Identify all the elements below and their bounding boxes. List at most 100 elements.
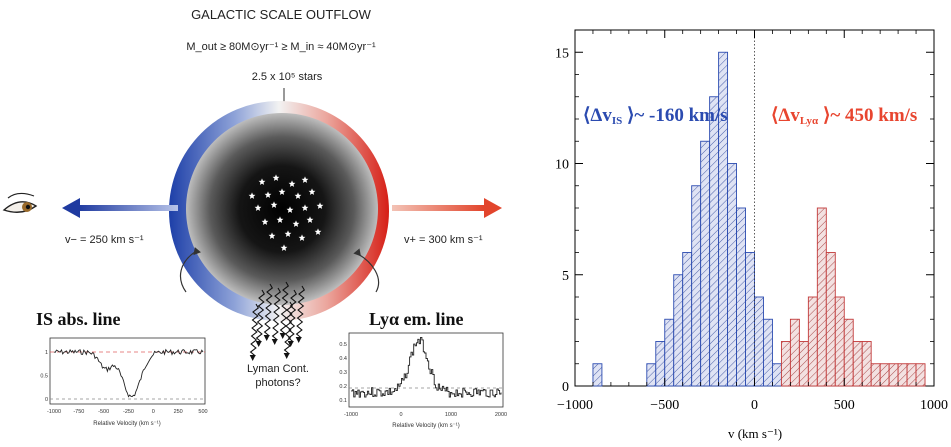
photon-arrow-head: [295, 337, 302, 343]
lyman-label-line2: photons?: [255, 377, 300, 389]
x-tick-label: −1000: [557, 398, 593, 413]
histogram-bar: [915, 363, 926, 387]
star-icon: [306, 216, 314, 223]
is-x-tick-label: -250: [123, 409, 134, 415]
y-tick-label: 5: [562, 269, 569, 284]
galaxy-core: [186, 113, 378, 305]
lyman-photon-arrows: [249, 281, 306, 361]
star-icon: [264, 191, 272, 198]
red-arrow-shaft: [392, 205, 484, 211]
lya-xlabel: Relative Velocity (km s⁻¹): [392, 423, 460, 429]
histogram-bar: [906, 363, 917, 387]
diagram-title: GALACTIC SCALE OUTFLOW: [191, 7, 372, 22]
star-cluster: [248, 174, 324, 251]
v-minus-label: v− = 250 km s⁻¹: [65, 234, 144, 246]
lya-x-ticks: -1000 0 1000 2000: [344, 412, 507, 418]
histogram-bar: [807, 296, 818, 387]
histogram-bar: [798, 341, 809, 387]
histogram-bar: [879, 363, 890, 387]
is-x-tick-label: 0: [152, 409, 155, 415]
legend-lya: ⟨ΔvLyα ⟩~ 450 km/s: [771, 105, 917, 127]
y-tick-label: 0: [562, 380, 569, 395]
lya-x-tick-label: -1000: [344, 412, 358, 418]
star-icon: [314, 228, 322, 235]
blue-arrow-shaft: [78, 205, 178, 211]
histogram-bar: [745, 252, 755, 387]
star-icon: [294, 192, 302, 199]
is-y-ticks: 00.51: [40, 350, 48, 403]
lya-x-tick-label: 1000: [445, 412, 457, 418]
x-axis-label: v (km s⁻¹): [728, 426, 782, 441]
histogram-bar: [592, 363, 603, 387]
star-icon: [301, 204, 309, 211]
legend-is: ⟨ΔvIS ⟩~ -160 km/s: [583, 105, 728, 127]
photon-arrow: [271, 287, 282, 341]
lya-y-ticks: 0.10.20.30.40.5: [339, 342, 347, 404]
is-x-tick-label: 500: [198, 409, 207, 415]
photon-arrow: [287, 289, 298, 343]
histogram-bar: [789, 318, 800, 387]
v-plus-label: v+ = 300 km s⁻¹: [404, 234, 483, 246]
photon-arrow: [249, 303, 260, 357]
lya-y-tick-label: 0.3: [339, 370, 347, 376]
photon-arrow-head: [271, 339, 278, 345]
histogram-bar: [780, 341, 791, 387]
histogram-bar: [709, 96, 720, 387]
histogram-bar: [861, 341, 872, 387]
photon-arrow: [295, 285, 306, 339]
eye-icon: [2, 192, 38, 213]
red-arrow-head: [484, 198, 502, 218]
histogram-bar: [816, 207, 827, 387]
lya-spectrum-line: [351, 336, 502, 398]
x-tick-label: 500: [834, 398, 855, 413]
histogram-bar: [691, 185, 702, 387]
star-icon: [316, 202, 324, 209]
photon-arrow-head: [283, 353, 290, 359]
lya-line-label: Lyα em. line: [369, 309, 464, 329]
histogram-bar: [673, 274, 684, 387]
y-tick-label: 10: [555, 158, 569, 173]
is-y-tick-label: 0.5: [40, 374, 48, 380]
histogram-bar: [718, 51, 729, 387]
histogram-bar: [897, 363, 908, 387]
is-x-tick-label: -1000: [47, 409, 61, 415]
lya-x-tick-label: 2000: [495, 412, 507, 418]
is-spectrum-inset: -1000 -750 -500 -250 0 250 500 00.51 Relative …: [40, 337, 208, 427]
star-icon: [272, 174, 280, 181]
is-x-tick-label: -500: [98, 409, 109, 415]
star-icon: [276, 216, 284, 223]
stars-label: 2.5 x 10⁵ stars: [252, 71, 323, 83]
is-x-tick-label: -750: [73, 409, 84, 415]
histogram-ticks: [574, 29, 935, 387]
lya-x-tick-label: 0: [399, 412, 402, 418]
histogram-bars: [592, 51, 926, 387]
is-y-tick-label: 1: [45, 350, 48, 356]
photon-arrow: [255, 289, 266, 343]
is-pointer: [179, 251, 196, 293]
star-icon: [288, 180, 296, 187]
lya-y-tick-label: 0.4: [339, 356, 347, 362]
star-icon: [261, 218, 269, 225]
star-icon: [308, 188, 316, 195]
histogram-bar: [655, 341, 666, 387]
histogram-bar: [825, 252, 836, 387]
histogram-bar: [870, 363, 881, 387]
star-icon: [284, 230, 292, 237]
x-tick-label: 0: [751, 398, 758, 413]
photon-arrow-head: [279, 333, 286, 339]
star-icon: [298, 234, 306, 241]
star-icon: [268, 232, 276, 239]
histogram-bar: [646, 363, 657, 387]
histogram-bar: [843, 318, 854, 387]
is-x-tick-label: 250: [174, 409, 183, 415]
histogram-bar: [700, 140, 711, 387]
lya-y-tick-label: 0.1: [339, 398, 347, 404]
star-icon: [254, 204, 262, 211]
star-icon: [258, 178, 266, 185]
star-icon: [292, 220, 300, 227]
is-xlabel: Relative Velocity (km s⁻¹): [93, 421, 161, 427]
x-tick-label: 1000: [920, 398, 948, 413]
